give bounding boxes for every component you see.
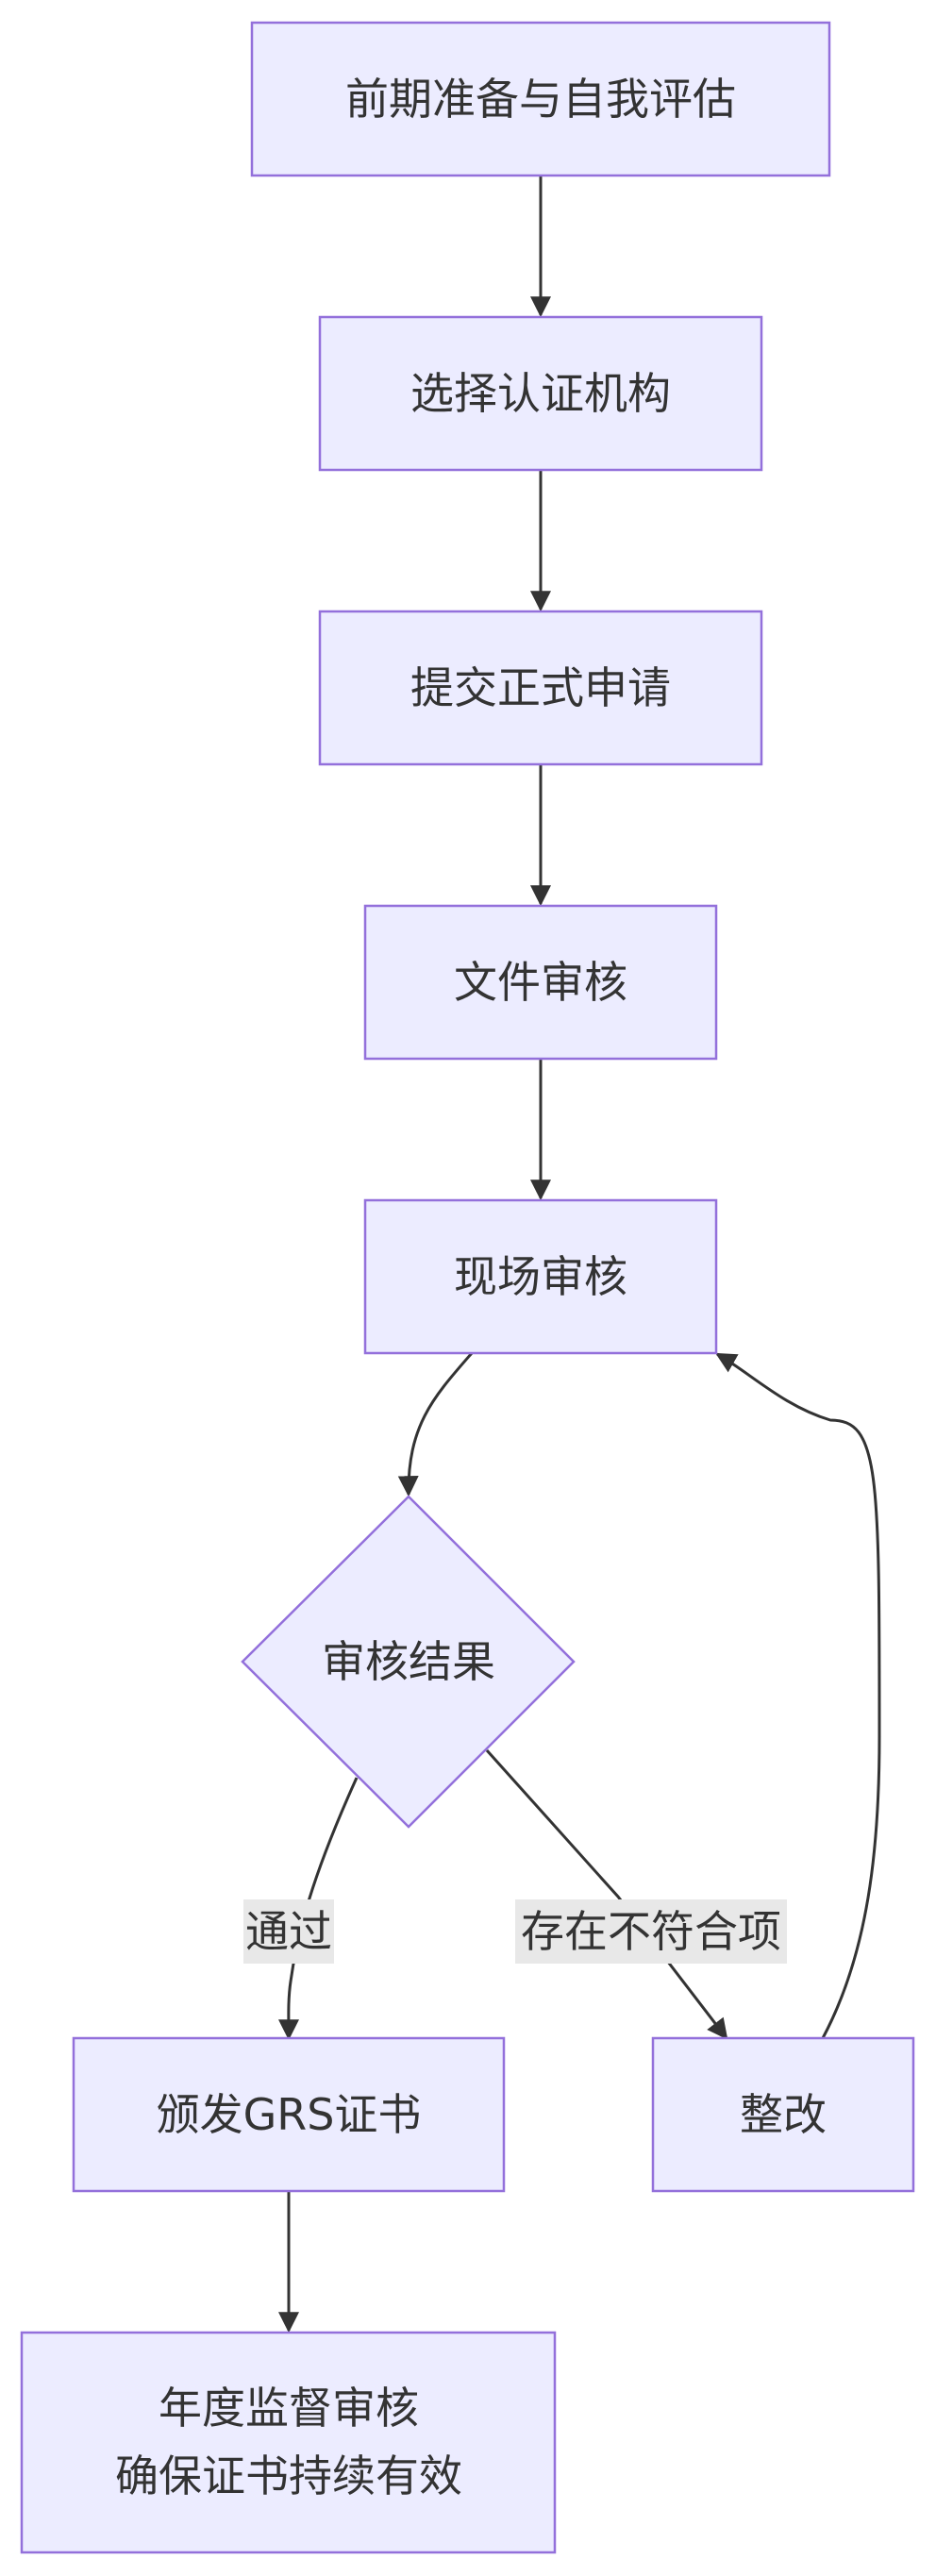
node-rectify-label: 整改: [740, 2089, 827, 2140]
edge-label-pass: 通过: [245, 1906, 332, 1957]
node-submit[interactable]: 提交正式申请: [318, 610, 763, 766]
node-prep-box: [250, 21, 831, 177]
node-prep-label: 前期准备与自我评估: [345, 74, 736, 125]
edge-result-to-rectify: [485, 1748, 728, 2040]
node-choose[interactable]: 选择认证机构: [318, 315, 763, 472]
edge-label-nonconform-bg: [515, 1899, 787, 1964]
node-issue[interactable]: 颁发GRS证书: [72, 2036, 506, 2193]
node-prep[interactable]: 前期准备与自我评估: [250, 21, 831, 177]
edge-onsite-to-result: [397, 1352, 474, 1497]
node-choose-box: [318, 315, 763, 472]
node-annual[interactable]: 年度监督审核 确保证书持续有效: [20, 2331, 557, 2554]
node-rectify-box: [651, 2036, 915, 2193]
node-annual-box: [20, 2331, 557, 2554]
node-rectify[interactable]: 整改: [651, 2036, 915, 2193]
node-docreview-label: 文件审核: [454, 957, 627, 1008]
edge-label-pass-bg: [243, 1899, 334, 1964]
node-choose-label: 选择认证机构: [410, 368, 671, 419]
node-docreview[interactable]: 文件审核: [363, 904, 718, 1061]
node-annual-label-line2: 确保证书持续有效: [115, 2451, 462, 2501]
node-submit-label: 提交正式申请: [410, 662, 671, 713]
node-issue-box: [72, 2036, 506, 2193]
node-docreview-box: [363, 904, 718, 1061]
node-result-diamond: [241, 1495, 576, 1829]
node-onsite-label: 现场审核: [454, 1251, 627, 1302]
node-onsite-box: [363, 1198, 718, 1355]
node-annual-label-line1: 年度监督审核: [159, 2383, 419, 2434]
node-result[interactable]: 审核结果: [241, 1495, 576, 1829]
node-onsite[interactable]: 现场审核: [363, 1198, 718, 1355]
node-result-label: 审核结果: [322, 1636, 495, 1687]
edge-label-pass-group: 通过: [243, 1899, 334, 1964]
edge-rectify-to-onsite: [715, 1352, 881, 2039]
node-submit-box: [318, 610, 763, 766]
edge-label-nonconform-group: 存在不符合项: [515, 1899, 787, 1964]
node-issue-label: 颁发GRS证书: [157, 2089, 422, 2140]
edge-label-nonconform: 存在不符合项: [521, 1906, 781, 1957]
